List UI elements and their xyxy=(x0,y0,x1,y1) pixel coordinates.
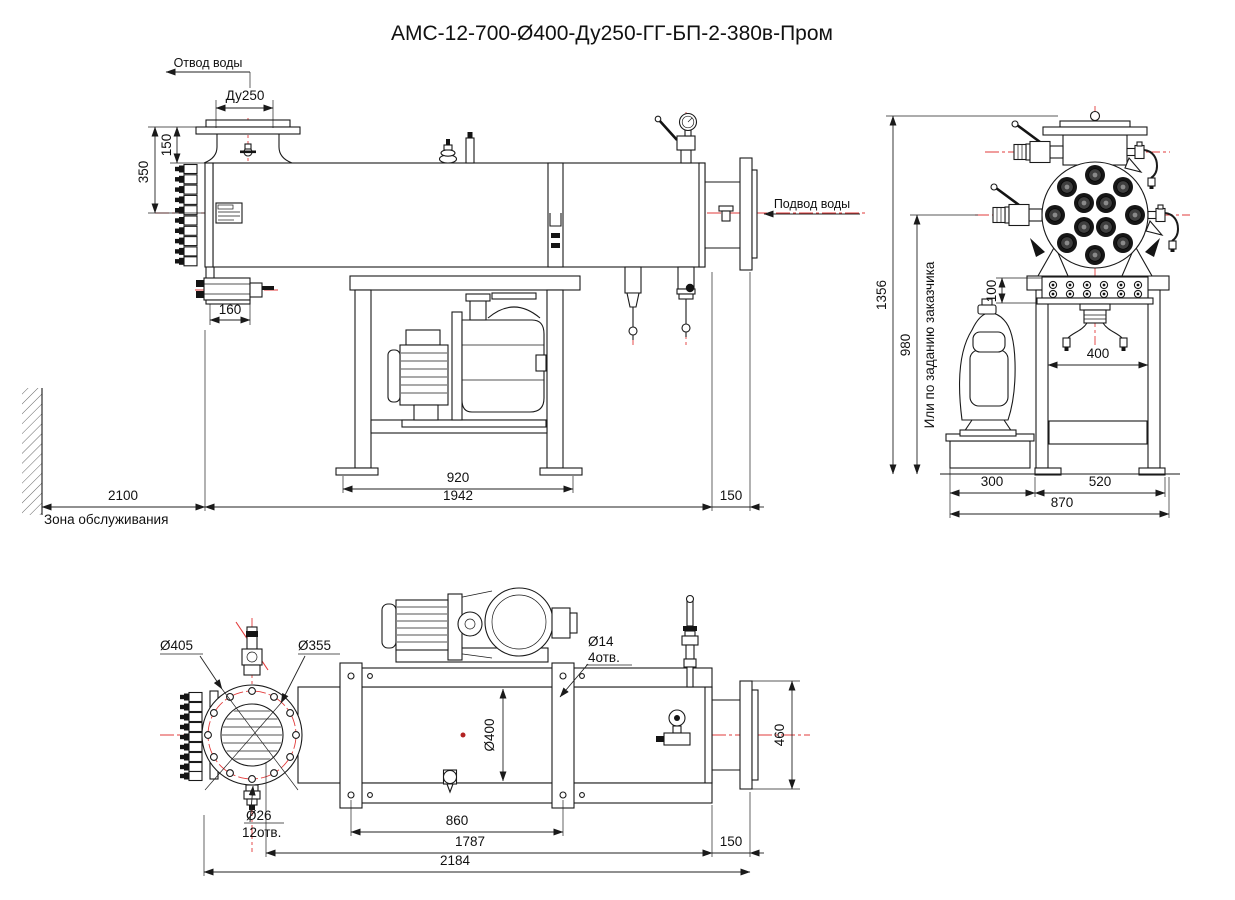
svg-text:520: 520 xyxy=(1089,474,1112,489)
inlet-water-label: Подвод воды xyxy=(763,197,860,218)
vessel-end-face xyxy=(1041,161,1149,269)
nameplate xyxy=(215,202,243,224)
dim-920: 920 xyxy=(342,470,574,493)
label-d26: Ø26 12отв. xyxy=(242,785,284,840)
pump-plan xyxy=(381,587,578,663)
svg-text:460: 460 xyxy=(772,724,787,747)
dim-100: 100 xyxy=(984,277,1042,304)
lamp-flange-face xyxy=(201,684,303,786)
svg-text:160: 160 xyxy=(219,302,242,317)
lamp-connectors-side xyxy=(174,163,198,267)
svg-text:860: 860 xyxy=(446,813,469,828)
pump-end xyxy=(945,298,1035,469)
dim-860: 860 xyxy=(350,800,564,836)
vessel-body xyxy=(204,162,706,268)
valve-with-gauge xyxy=(654,112,698,164)
junction-box xyxy=(1036,276,1154,351)
ball-valve-plan xyxy=(681,594,699,688)
svg-text:Ø355: Ø355 xyxy=(298,638,331,653)
sensor-port-dot xyxy=(460,732,466,738)
dim-160: 160 xyxy=(209,302,251,325)
uv-sensor-fitting xyxy=(465,132,475,164)
dim-980: 980 Или по заданию заказчика xyxy=(898,214,978,475)
svg-text:2100: 2100 xyxy=(108,488,138,503)
svg-text:920: 920 xyxy=(447,470,470,485)
drawing-title: АМС-12-700-Ø400-Ду250-ГГ-БП-2-380в-Пром xyxy=(391,22,833,45)
dim-d400-plan: Ø400 xyxy=(482,688,507,782)
svg-text:Ø400: Ø400 xyxy=(482,718,497,751)
ball-valve-lower xyxy=(989,182,1044,227)
side-view: Отвод воды Подвод воды Ду250 150 350 xyxy=(22,56,868,527)
svg-text:2184: 2184 xyxy=(440,853,471,868)
svg-text:Ø405: Ø405 xyxy=(160,638,193,653)
outlet-flange xyxy=(195,119,301,164)
end-view: 1356 980 Или по заданию заказчика 100 40… xyxy=(874,106,1190,518)
svg-text:1942: 1942 xyxy=(443,488,473,503)
service-zone-label: Зона обслуживания xyxy=(44,512,168,527)
wall-hatch xyxy=(22,388,43,515)
svg-text:150: 150 xyxy=(720,834,743,849)
plan-view: Ø405 Ø355 Ø26 12отв. Ø14 4отв. Ø400 xyxy=(160,587,810,876)
vessel-gussets xyxy=(1030,238,1160,277)
air-vent-plan xyxy=(442,769,458,794)
vessel-plan xyxy=(297,662,713,809)
dim-2184: 2184 xyxy=(203,815,751,876)
svg-text:4отв.: 4отв. xyxy=(588,650,620,665)
svg-text:870: 870 xyxy=(1051,495,1074,510)
svg-text:400: 400 xyxy=(1087,346,1110,361)
dim-1356: 1356 xyxy=(874,115,1058,475)
flange-valve-plan xyxy=(235,621,269,676)
dim-350: 350 xyxy=(136,126,205,214)
svg-text:150: 150 xyxy=(159,134,174,157)
label-d355: Ø355 xyxy=(204,638,340,791)
sampler-lower xyxy=(1145,204,1179,253)
svg-text:980: 980 xyxy=(898,334,913,357)
svg-text:12отв.: 12отв. xyxy=(242,825,281,840)
inlet-label-text: Подвод воды xyxy=(774,197,850,211)
label-d14: Ø14 4отв. xyxy=(559,634,632,698)
dim-1787-150: 1787 150 xyxy=(265,762,764,857)
dim-300-520-870: 300 520 870 xyxy=(949,450,1170,518)
customer-note: Или по заданию заказчика xyxy=(922,261,937,428)
svg-text:100: 100 xyxy=(984,280,999,303)
dim-chain-bottom: 2100 1942 150 Зона обслуживания xyxy=(41,272,764,527)
label-d405: Ø405 xyxy=(160,638,299,791)
outlet-water-label: Отвод воды xyxy=(165,56,251,88)
pump-side xyxy=(387,292,547,428)
dim-du250: Ду250 xyxy=(215,88,274,128)
svg-text:1356: 1356 xyxy=(874,280,889,310)
svg-text:Ø26: Ø26 xyxy=(246,808,272,823)
sampling-valves xyxy=(624,266,696,340)
outlet-label-text: Отвод воды xyxy=(174,56,243,70)
svg-text:Ø14: Ø14 xyxy=(588,634,614,649)
dim-400-legs: 400 xyxy=(1047,346,1149,369)
inlet-flange xyxy=(705,157,758,271)
svg-text:300: 300 xyxy=(981,474,1004,489)
svg-text:150: 150 xyxy=(720,488,743,503)
drain-assembly xyxy=(196,267,274,305)
dim-460: 460 xyxy=(740,680,800,790)
svg-text:350: 350 xyxy=(136,161,151,184)
air-vent-fitting xyxy=(438,139,458,164)
sampler-plan xyxy=(656,709,691,746)
svg-text:1787: 1787 xyxy=(455,834,485,849)
svg-text:Ду250: Ду250 xyxy=(226,88,265,103)
